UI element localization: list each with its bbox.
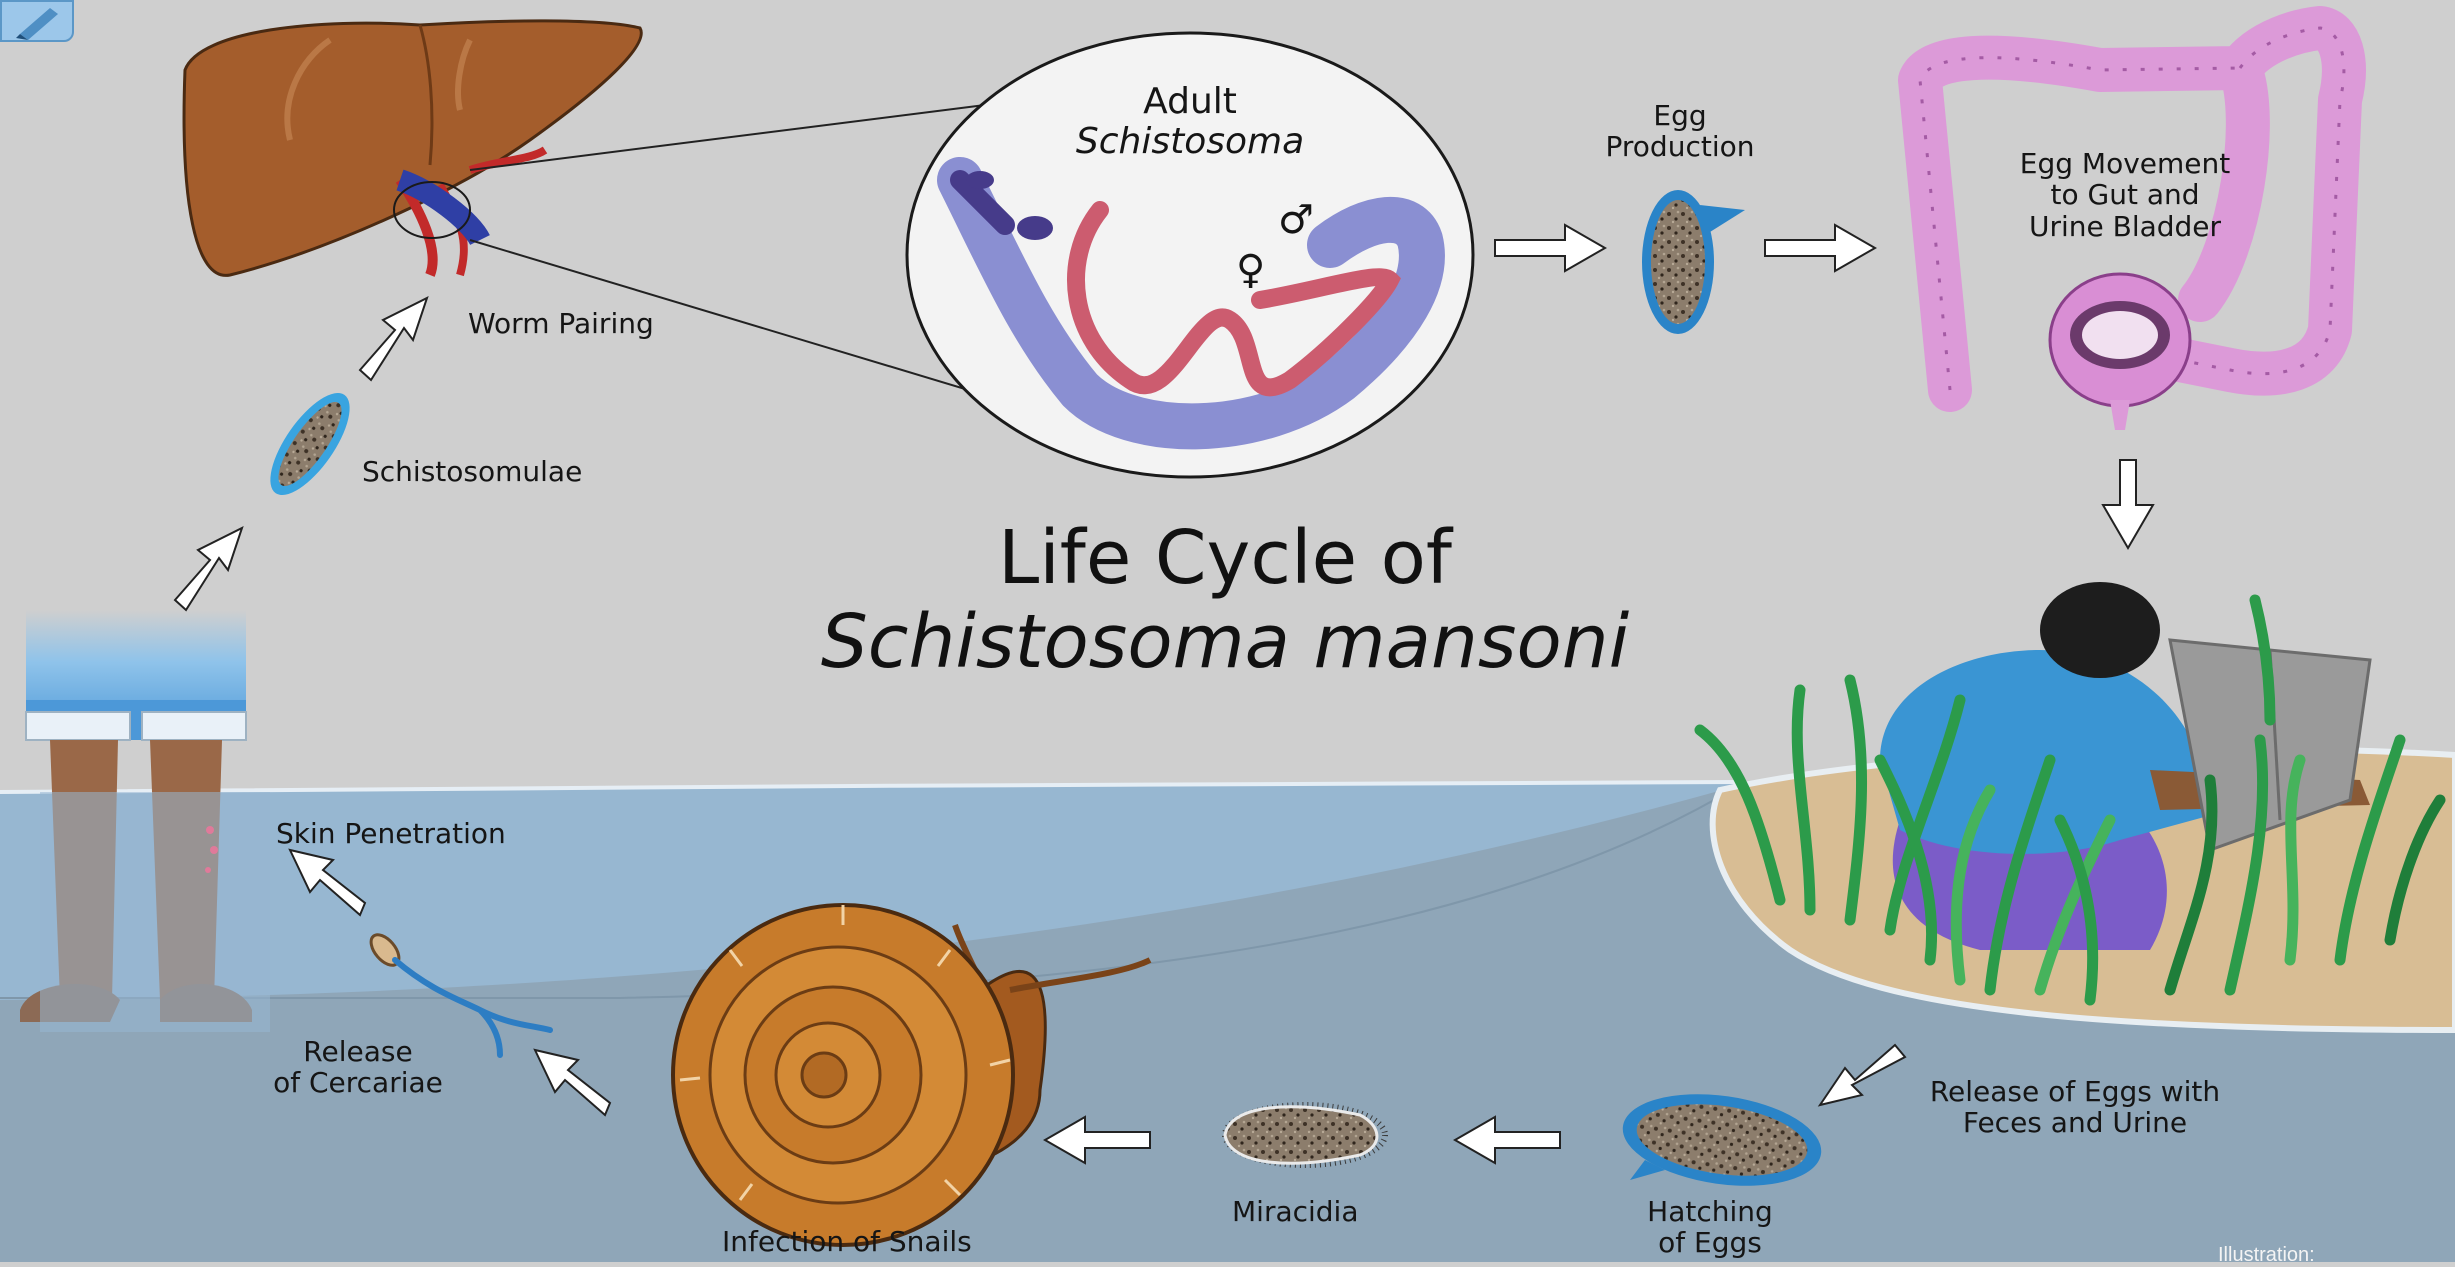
female-symbol: ♀ — [1236, 248, 1265, 293]
miracidia-label: Miracidia — [1232, 1196, 1359, 1227]
worm-pairing-label: Worm Pairing — [468, 308, 654, 339]
release-cercariae-label: Release of Cercariae — [238, 1036, 478, 1099]
adult-label-line-1: Adult — [1040, 82, 1340, 122]
title-line-1: Life Cycle of — [700, 520, 1750, 598]
edit-pen-button[interactable] — [0, 0, 74, 42]
hatching-line-1: Hatching — [1590, 1196, 1830, 1227]
release-cercariae-line-1: Release — [238, 1036, 478, 1067]
egg-movement-line-3: Urine Bladder — [1965, 211, 2285, 242]
skin-penetration-label: Skin Penetration — [276, 818, 506, 849]
adult-label-line-2: Schistosoma — [1040, 122, 1340, 162]
release-cercariae-line-2: of Cercariae — [238, 1067, 478, 1098]
release-eggs-label: Release of Eggs with Feces and Urine — [1900, 1076, 2250, 1139]
egg-production-line-2: Production — [1560, 131, 1800, 162]
egg-movement-line-1: Egg Movement — [1965, 148, 2285, 179]
schistosomulae-label: Schistosomulae — [362, 456, 582, 487]
male-symbol: ♂ — [1278, 198, 1314, 243]
title-line-2: Schistosoma mansoni — [700, 598, 1750, 687]
adult-schistosoma-label: Adult Schistosoma — [1040, 82, 1340, 163]
release-eggs-line-2: Feces and Urine — [1900, 1107, 2250, 1138]
egg-production-line-1: Egg — [1560, 100, 1800, 131]
illustration-credit: Illustration: — [2218, 1244, 2315, 1267]
infection-snails-label: Infection of Snails — [722, 1226, 972, 1257]
diagram-title: Life Cycle of Schistosoma mansoni — [700, 520, 1750, 686]
egg-movement-line-2: to Gut and — [1965, 179, 2285, 210]
hatching-label: Hatching of Eggs — [1590, 1196, 1830, 1259]
release-eggs-line-1: Release of Eggs with — [1900, 1076, 2250, 1107]
pen-icon — [2, 2, 72, 40]
egg-production-label: Egg Production — [1560, 100, 1800, 163]
miracidia-illustration — [1225, 1105, 1385, 1165]
hatching-line-2: of Eggs — [1590, 1227, 1830, 1258]
person-head — [2040, 582, 2160, 678]
legs-illustration — [20, 610, 270, 1032]
egg-movement-label: Egg Movement to Gut and Urine Bladder — [1965, 148, 2285, 242]
